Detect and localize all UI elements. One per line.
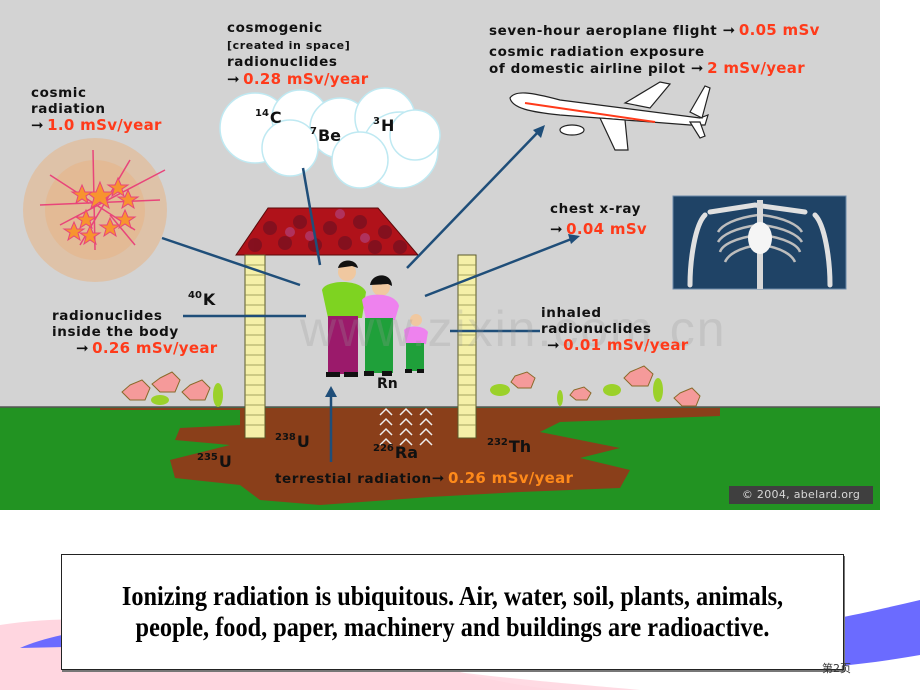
cosmic-radiation-label: cosmic radiation ➞1.0 mSv/year [31, 85, 162, 134]
isotope-be7: 7Be [310, 126, 342, 145]
cosmogenic-title-1: cosmogenic [227, 20, 323, 36]
page-number: 第2页 [822, 662, 851, 675]
family [322, 260, 428, 377]
arrow-icon: ➞ [550, 220, 564, 238]
diagram-artwork [0, 81, 880, 510]
body-title-2: inside the body [52, 324, 179, 340]
flight-value: 0.05 mSv [738, 21, 820, 39]
arrow-icon: ➞ [31, 116, 45, 134]
radiation-sources-diagram: www.zixin.com.cn cosmic radiation ➞1.0 m… [0, 0, 880, 510]
house [235, 207, 477, 439]
chest-xray-label: chest x-ray ➞0.04 mSv [550, 199, 647, 240]
cosmogenic-label: cosmogenic [created in space] radionucli… [227, 20, 368, 89]
body-title-1: radionuclides [52, 308, 163, 324]
flowers [121, 365, 701, 407]
radon-label: Rn [377, 376, 398, 392]
isotope-ra226: 226Ra [373, 443, 418, 462]
inhaled-radionuclides-label: inhaled radionuclides ➞0.01 mSv/year [541, 305, 688, 354]
cosmic-starburst [23, 138, 167, 282]
arrow-icon: ➞ [227, 70, 241, 88]
pilot-title-1: cosmic radiation exposure [489, 44, 705, 60]
terrestrial-radiation-label: terrestial radiation➞0.26 mSv/year [275, 470, 573, 487]
flight-label: seven-hour aeroplane flight ➞0.05 mSv [489, 22, 820, 39]
arrow-icon: ➞ [547, 336, 561, 354]
arrow-icon: ➞ [431, 469, 445, 487]
flight-text: seven-hour aeroplane flight [489, 23, 718, 39]
isotope-th232: 232Th [487, 437, 532, 456]
cosmogenic-title-3: radionuclides [227, 54, 338, 70]
pointer-arrowheads [325, 125, 580, 397]
copyright-notice: © 2004, abelard.org [729, 486, 873, 504]
chest-xray-title: chest x-ray [550, 201, 642, 217]
inhaled-title-2: radionuclides [541, 321, 652, 337]
airplane [509, 81, 711, 151]
isotope-u238: 238U [275, 432, 310, 451]
pilot-label: cosmic radiation exposure of domestic ai… [489, 44, 805, 77]
terrestrial-text: terrestial radiation [275, 471, 432, 487]
terrestrial-value: 0.26 mSv/year [447, 469, 574, 487]
arrow-icon: ➞ [722, 21, 736, 39]
body-radionuclides-label: radionuclides inside the body ➞0.26 mSv/… [52, 308, 217, 357]
pilot-title-2: of domestic airline pilot [489, 61, 686, 77]
body-value: 0.26 mSv/year [92, 339, 218, 357]
isotope-u235: 235U [197, 452, 232, 471]
cosmogenic-value: 0.28 mSv/year [243, 70, 369, 88]
inhaled-value: 0.01 mSv/year [563, 336, 689, 354]
arrow-icon: ➞ [690, 59, 705, 77]
pilot-value: 2 mSv/year [707, 59, 805, 77]
radon-arrows [379, 407, 433, 446]
isotope-h3: 3H [373, 116, 395, 135]
chest-xray-value: 0.04 mSv [566, 220, 648, 238]
cosmogenic-title-2: [created in space] [227, 39, 351, 52]
caption-box: Ionizing radiation is ubiquitous. Air, w… [61, 554, 844, 670]
cosmic-radiation-title-1: cosmic [31, 85, 87, 101]
cloud [219, 87, 441, 189]
isotope-c14: 14C [255, 108, 282, 127]
pointer-lines [161, 129, 575, 462]
caption-text: Ionizing radiation is ubiquitous. Air, w… [121, 581, 784, 642]
isotope-k40: 40K [188, 290, 216, 309]
inhaled-title-1: inhaled [541, 305, 602, 321]
arrow-icon: ➞ [76, 339, 90, 357]
watermark: www.zixin.com.cn [300, 301, 727, 357]
chest-xray-image [672, 195, 847, 290]
cosmic-radiation-value: 1.0 mSv/year [47, 116, 162, 134]
cosmic-radiation-title-2: radiation [31, 101, 106, 117]
